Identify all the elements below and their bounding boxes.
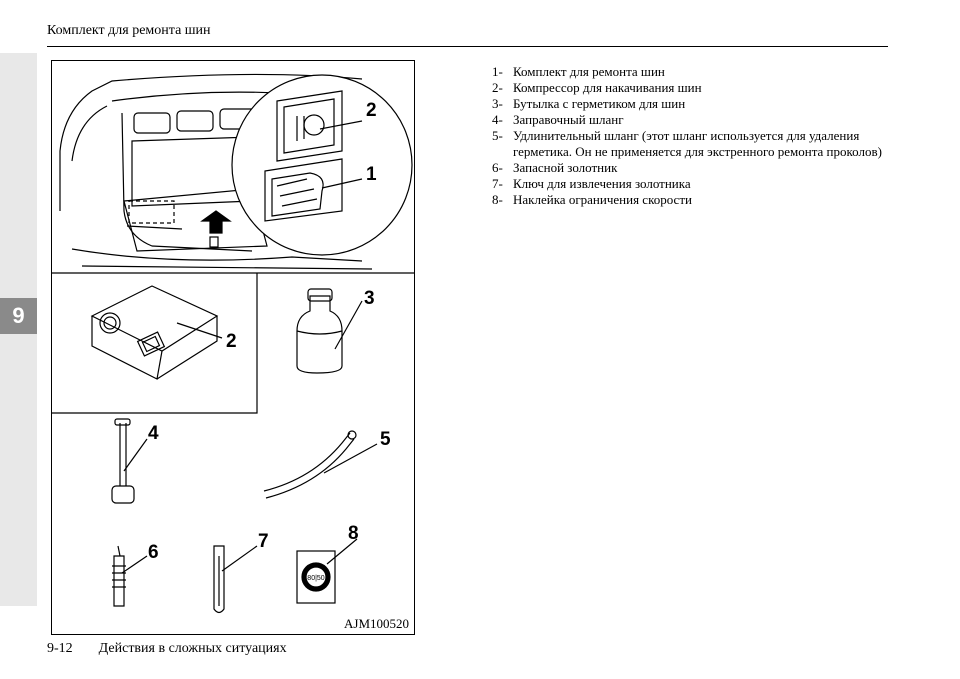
tire-repair-kit-illustration: 2 1 2 3 4 5 6 7 8 80|50 AJM100520 <box>51 60 415 635</box>
callout-1: 1 <box>366 164 377 185</box>
callout-3: 3 <box>364 288 375 309</box>
item-text: Комплект для ремонта шин <box>513 64 665 79</box>
leader-line-1 <box>321 178 363 189</box>
leader-line-2 <box>176 322 223 339</box>
parts-list-item: 5- Удлинительный шланг (этот шланг исполь… <box>492 128 892 160</box>
page-number: 9-12 <box>47 641 73 656</box>
leader-line-5 <box>323 443 378 474</box>
item-text: Компрессор для накачивания шин <box>513 80 702 95</box>
leader-line-4 <box>123 438 148 472</box>
parts-list-item: 2- Компрессор для накачивания шин <box>492 80 892 96</box>
parts-list: 1- Комплект для ремонта шин 2- Компрессор … <box>492 64 892 208</box>
item-number: 5- <box>492 128 503 143</box>
spare-valve-core <box>113 555 125 607</box>
trunk-compartment <box>128 200 175 224</box>
chapter-tab: 9 <box>0 298 37 334</box>
leader-line-8 <box>326 538 358 565</box>
callout-7: 7 <box>258 531 269 552</box>
parts-list-item: 8- Наклейка ограничения скорости <box>492 192 892 208</box>
parts-list-item: 1- Комплект для ремонта шин <box>492 64 892 80</box>
car-body-outline <box>59 73 363 211</box>
valve-core-tool <box>213 545 225 614</box>
parts-list-item: 6- Запасной золотник <box>492 160 892 176</box>
callout-4: 4 <box>148 423 159 444</box>
item-number: 4- <box>492 112 503 127</box>
parts-list-item: 4- Заправочный шланг <box>492 112 892 128</box>
callout-8: 8 <box>348 523 359 544</box>
leader-line-6 <box>121 555 148 574</box>
parts-list-item: 3- Бутылка с герметиком для шин <box>492 96 892 112</box>
car-bumper <box>71 248 363 262</box>
item-text: Удлинительный шланг (этот шланг использу… <box>513 128 882 159</box>
arrow-forward-icon <box>200 210 232 234</box>
item-text: Запасной золотник <box>513 160 618 175</box>
callout-2-magnifier: 2 <box>366 100 377 121</box>
speed-limit-sticker <box>296 550 336 604</box>
item-number: 1- <box>492 64 503 79</box>
leader-line-3 <box>334 300 363 350</box>
page-footer: 9-12 Действия в сложных ситуациях <box>47 641 287 657</box>
item-number: 6- <box>492 160 503 175</box>
figure-code: AJM100520 <box>344 616 410 631</box>
illustration-drawing: 2 1 2 3 4 5 6 7 8 80|50 <box>52 73 414 614</box>
sealant-bottle <box>296 295 343 374</box>
item-text: Ключ для извлечения золотника <box>513 176 691 191</box>
detail-magnifier <box>231 74 413 256</box>
callout-2-compressor: 2 <box>226 331 237 352</box>
extension-hose <box>263 432 351 492</box>
leader-line-2-top <box>319 120 363 130</box>
compressor-body <box>90 285 219 352</box>
item-number: 7- <box>492 176 503 191</box>
callout-6: 6 <box>148 542 159 563</box>
parts-list-item: 7- Ключ для извлечения золотника <box>492 176 892 192</box>
item-text: Наклейка ограничения скорости <box>513 192 692 207</box>
item-number: 2- <box>492 80 503 95</box>
item-number: 3- <box>492 96 503 111</box>
callout-5: 5 <box>380 429 391 450</box>
filler-hose <box>119 423 127 486</box>
header-rule <box>47 46 888 47</box>
page-header-title: Комплект для ремонта шин <box>47 23 211 38</box>
leader-line-7 <box>221 545 258 572</box>
item-number: 8- <box>492 192 503 207</box>
item-text: Заправочный шланг <box>513 112 624 127</box>
sticker-speed-text: 80|50 <box>307 575 324 582</box>
item-text: Бутылка с герметиком для шин <box>513 96 686 111</box>
footer-section-title: Действия в сложных ситуациях <box>98 641 287 656</box>
